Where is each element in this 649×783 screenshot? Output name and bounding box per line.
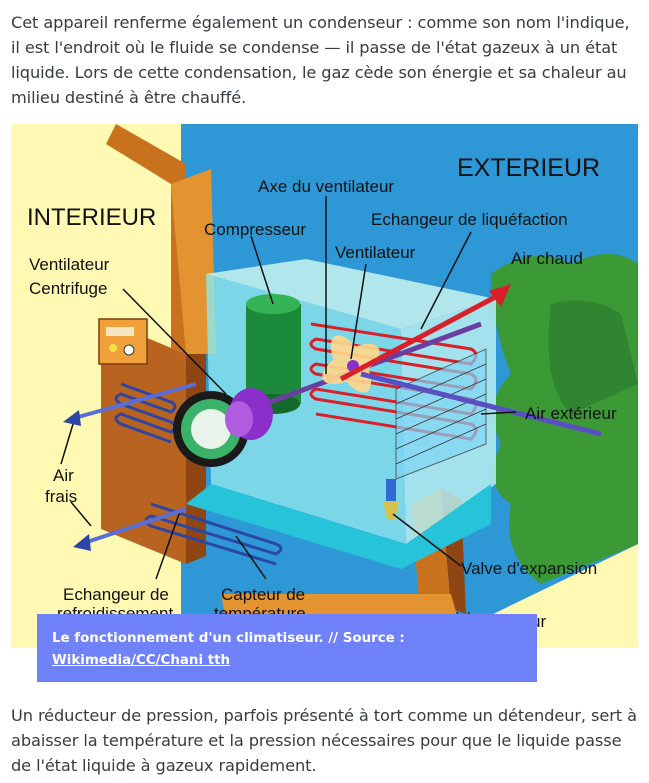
centrifugal-fan bbox=[173, 388, 273, 467]
brick-wall-top bbox=[106, 124, 186, 354]
unit-basin bbox=[186, 484, 491, 569]
label-centrifugal-fan-2: Centrifuge bbox=[29, 279, 107, 298]
control-panel bbox=[98, 318, 148, 365]
label-cool-air-1: Air bbox=[53, 466, 74, 485]
label-fan-axis: Axe du ventilateur bbox=[258, 177, 394, 196]
label-condenser: Echangeur de liquéfaction bbox=[371, 210, 568, 229]
caption-text: Le fonctionnement d'un climatiseur. // S… bbox=[52, 631, 405, 646]
caption-source-link[interactable]: Wikimedia/CC/Chani tth bbox=[52, 653, 231, 668]
expansion-valve bbox=[383, 479, 399, 519]
label-centrifugal-fan-1: Ventilateur bbox=[29, 255, 110, 274]
label-outside-air: Air extérieur bbox=[525, 404, 617, 423]
label-hot-air: Air chaud bbox=[511, 249, 583, 268]
outside-air-arrow bbox=[360, 371, 602, 437]
condenser-coil bbox=[309, 322, 478, 441]
figure-caption: Le fonctionnement d'un climatiseur. // S… bbox=[37, 614, 537, 682]
outro-paragraph: Un réducteur de pression, parfois présen… bbox=[11, 706, 637, 775]
cool-air-arrow-top bbox=[63, 382, 197, 426]
label-evaporator-1: Echangeur de bbox=[63, 585, 169, 604]
unit-casing-top bbox=[206, 259, 496, 329]
label-expansion-valve: Valve d'expansion bbox=[461, 559, 597, 578]
label-exterieur: EXTERIEUR bbox=[457, 154, 600, 182]
brick-wall-left bbox=[101, 319, 186, 564]
label-temp-sensor-1: Capteur de bbox=[221, 585, 305, 604]
label-cool-air-2: frais bbox=[45, 487, 77, 506]
hot-air-arrow bbox=[339, 284, 511, 382]
air-conditioner-diagram: EXTERIEUR INTERIEUR Axe du ventilateur C… bbox=[11, 124, 638, 648]
intro-paragraph: Cet appareil renferme également un conde… bbox=[11, 13, 630, 107]
label-compressor: Compresseur bbox=[204, 220, 306, 239]
label-interieur: INTERIEUR bbox=[27, 204, 156, 231]
cool-air-arrow-bottom bbox=[73, 507, 187, 551]
label-fan: Ventilateur bbox=[335, 243, 416, 262]
